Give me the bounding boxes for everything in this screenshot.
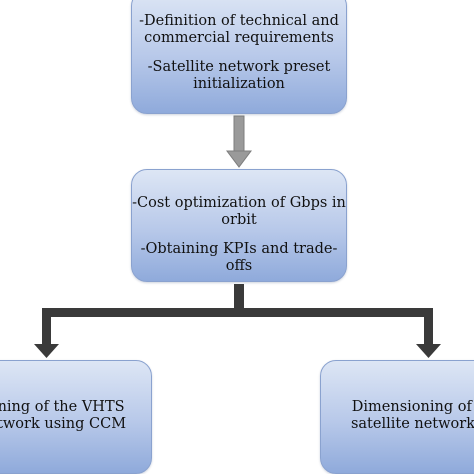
connector-split	[34, 284, 441, 358]
node-text: satellite network usi	[350, 416, 474, 432]
node-text: -Cost optimization of Gbps in	[132, 195, 346, 211]
node-text: orbit	[221, 212, 257, 228]
node-optimization: -Cost optimization of Gbps in orbit -Obt…	[131, 169, 347, 282]
node-text: initialization	[193, 76, 285, 92]
node-requirements: -Definition of technical and commercial …	[131, 0, 347, 114]
node-other: Dimensioning of the satellite network us…	[320, 360, 474, 474]
node-text: -Satellite network preset	[147, 59, 331, 75]
node-text: Dimensioning of the	[351, 399, 474, 415]
node-text: -Obtaining KPIs and trade-offs	[140, 241, 338, 274]
node-text: nsioning of the VHTS	[0, 399, 125, 415]
node-text: e network using CCM	[0, 416, 127, 432]
arrow-requirements-to-optimization	[226, 115, 252, 168]
node-spacer	[132, 47, 346, 59]
node-spacer	[132, 229, 346, 241]
node-text: commercial requirements	[144, 30, 334, 46]
node-text: -Definition of technical and	[139, 13, 339, 29]
node-ccm: nsioning of the VHTS e network using CCM	[0, 360, 152, 474]
